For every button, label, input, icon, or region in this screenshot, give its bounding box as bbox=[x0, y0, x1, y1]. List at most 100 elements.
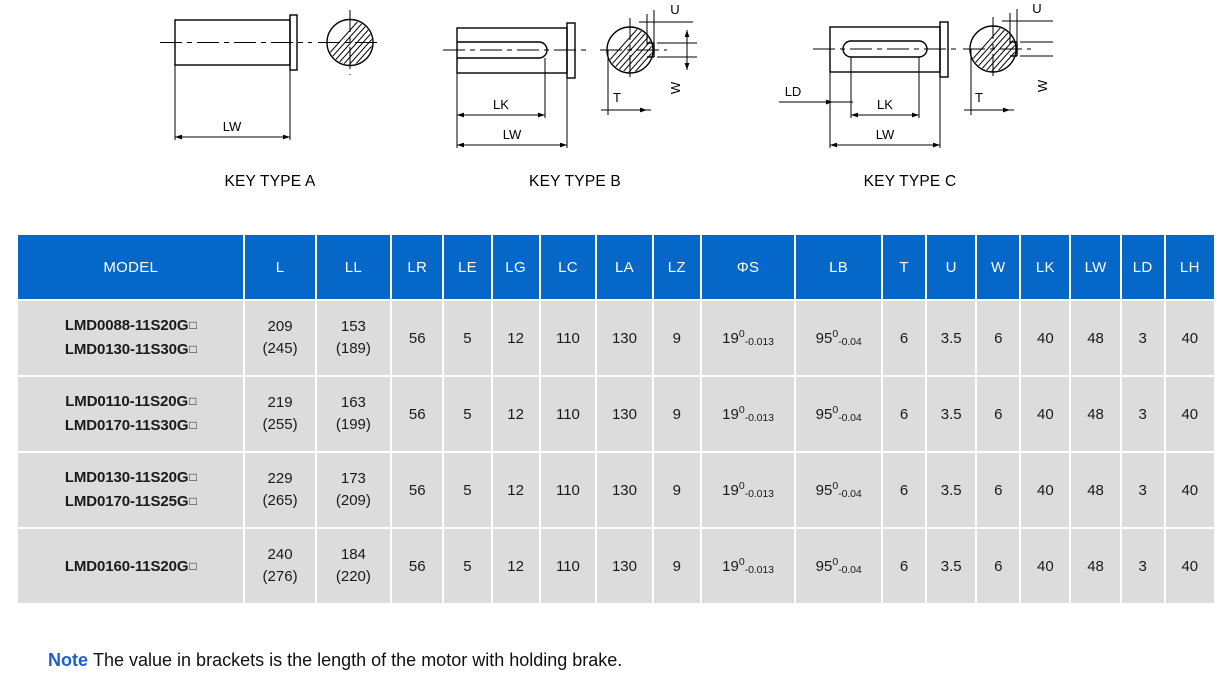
cell-ld: 3 bbox=[1121, 529, 1164, 603]
cell-lk: 40 bbox=[1021, 377, 1070, 451]
dim-label-lk-c: LK bbox=[877, 97, 893, 112]
model-name: LMD0130-11S20G□ bbox=[64, 468, 197, 486]
col-header-lk: LK bbox=[1021, 235, 1070, 299]
dim-label-t-c: T bbox=[975, 90, 983, 105]
col-header-ll: LL bbox=[316, 235, 391, 299]
cell-u: 3.5 bbox=[927, 377, 976, 451]
dim-label-w-c: W bbox=[1035, 79, 1050, 92]
cell-lz: 9 bbox=[653, 377, 700, 451]
cell-lc: 110 bbox=[540, 301, 596, 375]
col-header-lz: LZ bbox=[653, 235, 700, 299]
model-name: LMD0170-11S25G□ bbox=[64, 493, 197, 510]
note-label: Note bbox=[48, 650, 88, 670]
col-header-phis: ΦS bbox=[701, 235, 795, 299]
cell-la: 130 bbox=[597, 377, 652, 451]
square-symbol-icon: □ bbox=[189, 494, 197, 508]
cell-lz: 9 bbox=[653, 453, 700, 527]
table-row: LMD0088-11S20G□ LMD0130-11S30G□ 209(245)… bbox=[18, 301, 1214, 375]
cell-ld: 3 bbox=[1121, 453, 1164, 527]
cell-ll: 173(209) bbox=[316, 453, 391, 527]
table-row: LMD0130-11S20G□ LMD0170-11S25G□ 229(265)… bbox=[18, 453, 1214, 527]
cell-t: 6 bbox=[883, 453, 926, 527]
table-row: LMD0160-11S20G□ 240(276) 184(220) 56 5 1… bbox=[18, 529, 1214, 603]
key-type-a-drawing: LW KEY TYPE A bbox=[140, 0, 400, 215]
col-header-lh: LH bbox=[1165, 235, 1214, 299]
cell-lg: 12 bbox=[492, 301, 539, 375]
cell-u: 3.5 bbox=[927, 301, 976, 375]
dim-label-w-b: W bbox=[668, 81, 683, 94]
cell-l: 219(255) bbox=[245, 377, 315, 451]
cell-lb: 950-0.04 bbox=[796, 453, 882, 527]
cell-l: 209(245) bbox=[245, 301, 315, 375]
cell-w: 6 bbox=[977, 301, 1020, 375]
dim-label-t-b: T bbox=[613, 90, 621, 105]
cell-lg: 12 bbox=[492, 377, 539, 451]
model-name: LMD0170-11S30G□ bbox=[64, 417, 197, 434]
cell-lh: 40 bbox=[1165, 377, 1214, 451]
model-name: LMD0088-11S20G□ bbox=[64, 316, 197, 334]
cell-t: 6 bbox=[883, 301, 926, 375]
specification-table: MODEL L LL LR LE LG LC LA LZ ΦS LB T U W… bbox=[16, 233, 1216, 605]
model-name: LMD0110-11S20G□ bbox=[65, 392, 197, 410]
cell-ll: 184(220) bbox=[316, 529, 391, 603]
dim-label-lk-b: LK bbox=[493, 97, 509, 112]
cell-u: 3.5 bbox=[927, 453, 976, 527]
cell-lk: 40 bbox=[1021, 453, 1070, 527]
key-type-drawings: LW KEY TYPE A bbox=[0, 0, 1227, 215]
cell-la: 130 bbox=[597, 529, 652, 603]
cell-ld: 3 bbox=[1121, 301, 1164, 375]
key-type-a-caption: KEY TYPE A bbox=[224, 173, 316, 190]
col-header-l: L bbox=[245, 235, 315, 299]
table-header-row: MODEL L LL LR LE LG LC LA LZ ΦS LB T U W… bbox=[18, 235, 1214, 299]
cell-lz: 9 bbox=[653, 301, 700, 375]
cell-model: LMD0088-11S20G□ LMD0130-11S30G□ bbox=[18, 301, 244, 375]
square-symbol-icon: □ bbox=[189, 342, 197, 356]
cell-lb: 950-0.04 bbox=[796, 377, 882, 451]
cell-lc: 110 bbox=[540, 453, 596, 527]
cell-le: 5 bbox=[444, 453, 491, 527]
cell-phis: 190-0.013 bbox=[701, 377, 795, 451]
cell-le: 5 bbox=[444, 377, 491, 451]
key-type-c-svg: LD LK LW bbox=[779, 1, 1053, 148]
cell-l: 240(276) bbox=[245, 529, 315, 603]
cell-ll: 163(199) bbox=[316, 377, 391, 451]
col-header-lr: LR bbox=[392, 235, 443, 299]
col-header-lc: LC bbox=[540, 235, 596, 299]
cell-lg: 12 bbox=[492, 529, 539, 603]
cell-lb: 950-0.04 bbox=[796, 529, 882, 603]
col-header-u: U bbox=[927, 235, 976, 299]
cell-lk: 40 bbox=[1021, 301, 1070, 375]
cell-model: LMD0110-11S20G□ LMD0170-11S30G□ bbox=[18, 377, 244, 451]
cell-w: 6 bbox=[977, 529, 1020, 603]
dim-label-lw-b: LW bbox=[503, 127, 522, 142]
square-symbol-icon: □ bbox=[189, 469, 197, 484]
cell-model: LMD0130-11S20G□ LMD0170-11S25G□ bbox=[18, 453, 244, 527]
cell-lr: 56 bbox=[392, 377, 443, 451]
dim-label-lw-a: LW bbox=[223, 119, 242, 134]
cell-lh: 40 bbox=[1165, 301, 1214, 375]
cell-phis: 190-0.013 bbox=[701, 301, 795, 375]
cell-lr: 56 bbox=[392, 529, 443, 603]
table-row: LMD0110-11S20G□ LMD0170-11S30G□ 219(255)… bbox=[18, 377, 1214, 451]
col-header-lw: LW bbox=[1071, 235, 1120, 299]
cell-ll: 153(189) bbox=[316, 301, 391, 375]
key-type-b-drawing: LK LW bbox=[435, 0, 715, 215]
cell-model: LMD0160-11S20G□ bbox=[18, 529, 244, 603]
cell-t: 6 bbox=[883, 377, 926, 451]
cell-lc: 110 bbox=[540, 529, 596, 603]
col-header-lb: LB bbox=[796, 235, 882, 299]
col-header-w: W bbox=[977, 235, 1020, 299]
cell-la: 130 bbox=[597, 453, 652, 527]
square-symbol-icon: □ bbox=[189, 393, 197, 408]
cell-phis: 190-0.013 bbox=[701, 453, 795, 527]
cell-phis: 190-0.013 bbox=[701, 529, 795, 603]
cell-l: 229(265) bbox=[245, 453, 315, 527]
cell-lb: 950-0.04 bbox=[796, 301, 882, 375]
cell-lk: 40 bbox=[1021, 529, 1070, 603]
model-name: LMD0160-11S20G□ bbox=[64, 557, 197, 575]
dim-label-lw-c: LW bbox=[876, 127, 895, 142]
cell-lg: 12 bbox=[492, 453, 539, 527]
cell-la: 130 bbox=[597, 301, 652, 375]
cell-u: 3.5 bbox=[927, 529, 976, 603]
col-header-la: LA bbox=[597, 235, 652, 299]
